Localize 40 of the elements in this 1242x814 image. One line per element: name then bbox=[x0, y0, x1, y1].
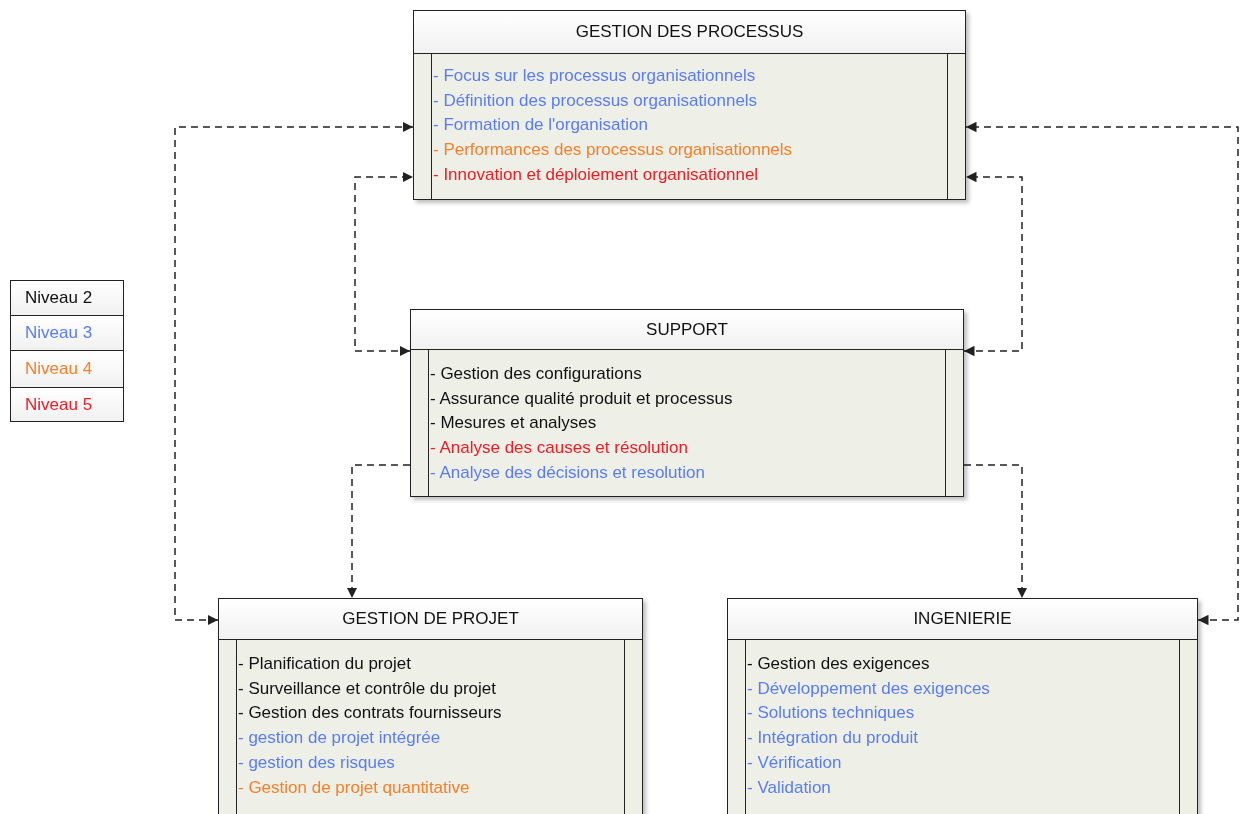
list-item-text: - gestion des risques bbox=[238, 752, 395, 773]
list-item-text: - Validation bbox=[747, 777, 831, 798]
card-header: INGENIERIE bbox=[727, 598, 1198, 640]
dashed-arrow bbox=[354, 171, 414, 357]
legend-entry: Niveau 4 bbox=[10, 350, 124, 388]
list-item-text: - Développement des exigences bbox=[747, 678, 990, 699]
list-item-text: - Assurance qualité produit et processus bbox=[430, 388, 733, 409]
process-card bbox=[218, 598, 643, 814]
list-item-text: - gestion de projet intégrée bbox=[238, 728, 441, 749]
list-item-text: - Surveillance et contrôle du projet bbox=[238, 678, 496, 699]
list-item-text: - Gestion des exigences bbox=[747, 654, 930, 674]
dashed-arrow bbox=[965, 121, 1239, 626]
card-header: GESTION DE PROJET bbox=[218, 598, 643, 640]
dashed-arrow bbox=[174, 121, 414, 626]
legend-entry: Niveau 2 bbox=[10, 280, 124, 316]
list-item-text: - Définition des processus organisationnels bbox=[433, 90, 758, 111]
list-item-text: - Gestion de projet quantitative bbox=[238, 777, 470, 798]
list-item-text: - Innovation et déploiement organisationnel bbox=[433, 164, 759, 185]
dashed-arrow bbox=[963, 171, 1023, 357]
process-card bbox=[413, 10, 966, 200]
list-item-text: - Analyse des causes et résolution bbox=[430, 438, 688, 459]
legend-entry: Niveau 5 bbox=[10, 387, 124, 422]
dashed-arrow bbox=[346, 464, 411, 599]
list-item-text: - Formation de l'organisation bbox=[433, 115, 648, 136]
list-item-text: - Focus sur les processus organisationnels bbox=[433, 66, 756, 86]
list-item-text: - Vérification bbox=[747, 752, 842, 773]
list-item-text: - Planification du projet bbox=[238, 654, 411, 674]
list-item-text: - Intégration du produit bbox=[747, 728, 919, 749]
list-item-text: - Gestion des contrats fournisseurs bbox=[238, 703, 502, 724]
list-item-text: - Analyse des décisions et resolution bbox=[430, 462, 705, 483]
process-card bbox=[727, 598, 1198, 814]
list-item-text: - Performances des processus organisationnels bbox=[433, 140, 793, 161]
list-item-text: - Mesures et analyses bbox=[430, 413, 597, 434]
list-item-text: - Gestion des configurations bbox=[430, 364, 642, 384]
process-card bbox=[410, 309, 964, 497]
list-item-text: - Solutions techniques bbox=[747, 703, 915, 724]
legend-entry: Niveau 3 bbox=[10, 315, 124, 351]
dashed-arrow bbox=[963, 464, 1028, 599]
card-header: GESTION DES PROCESSUS bbox=[413, 10, 966, 54]
card-header: SUPPORT bbox=[410, 309, 964, 350]
